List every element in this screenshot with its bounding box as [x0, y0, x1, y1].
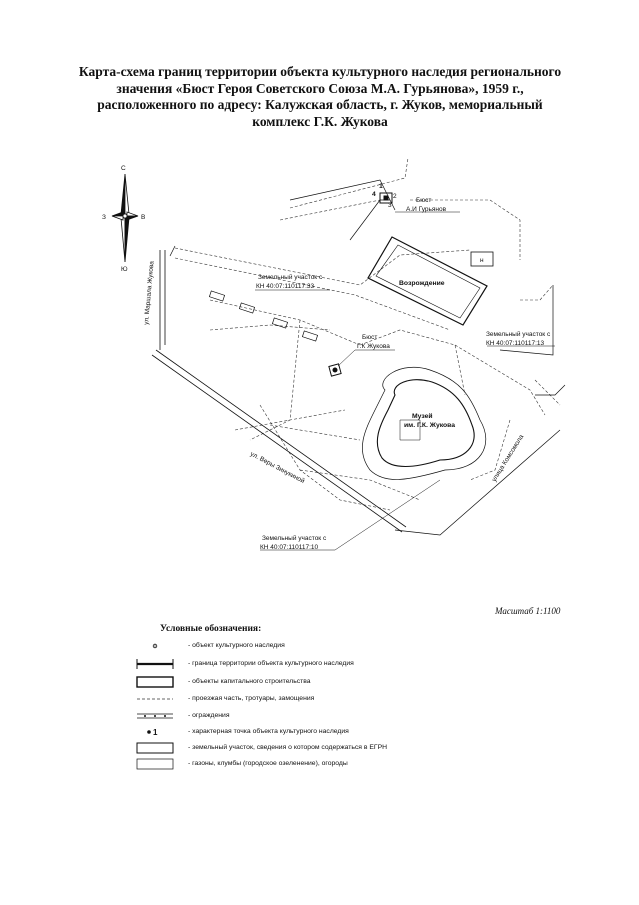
street-bottom-label: ул. Веры Зинукиной [249, 450, 306, 486]
legend-item-heritage-object: - объект культурного наследия [120, 639, 540, 653]
compass-east-label: В [141, 214, 145, 221]
parcel-33-label-2: КН 40:07:110117:33 [256, 283, 315, 290]
territory-boundary-symbol [136, 659, 174, 669]
compass-west-label: З [102, 214, 106, 221]
kerb-layer [169, 179, 566, 536]
legend-point-label: 1 [153, 728, 158, 737]
title-line-3: расположенного по адресу: Калужская обла… [97, 97, 543, 112]
small-building-label: н [480, 257, 484, 264]
heritage-object-symbol [152, 643, 158, 649]
capital-buildings-symbol [136, 676, 174, 688]
point-label-3: 3 [388, 202, 392, 209]
legend-text-territory-boundary: - граница территории объекта культурного… [188, 660, 354, 667]
point-label-4: 4 [372, 191, 376, 198]
legend-item-lawns: - газоны, клумбы (городское озеленение),… [120, 757, 540, 771]
fence-layer [151, 250, 407, 533]
compass-north-label: С [121, 165, 126, 172]
characteristic-point-symbol: 1 [147, 728, 158, 737]
museum-label-2: им. Г.К. Жукова [404, 422, 455, 429]
legend-text-heritage-object: - объект культурного наследия [188, 642, 285, 649]
street-left-label: ул. Маршала Жукова [143, 260, 156, 325]
parcel-10-label-1: Земельный участок с [262, 534, 327, 542]
roads-layer [174, 157, 561, 511]
fences-symbol [137, 713, 173, 719]
scale-label: Масштаб 1:1100 [495, 606, 561, 616]
legend-text-capital-buildings: - объекты капитального строительства [188, 678, 311, 685]
bust-zhukov-label-1: Бюст [362, 334, 377, 341]
point-label-1: 1 [379, 183, 383, 190]
roads-symbol [137, 698, 173, 700]
vozrozhdenie-label: Возрождение [399, 280, 445, 287]
museum-layer [362, 366, 487, 480]
title-line-4: комплекс Г.К. Жукова [252, 113, 388, 129]
parcel-33-label-1: Земельный участок с [258, 273, 323, 281]
bust-gurianov-label-2: А.И Гурьянов [406, 206, 447, 213]
legend-item-fences: - ограждения [120, 709, 540, 723]
legend-item-characteristic-point: 1 - характерная точка объекта культурног… [120, 725, 540, 739]
title-line-2: значения «Бюст Героя Советского Союза М.… [116, 80, 524, 96]
compass-rose [111, 173, 139, 263]
legend-text-lawns: - газоны, клумбы (городское озеленение),… [188, 760, 348, 767]
compass-south-label: Ю [121, 266, 128, 273]
bust-objects-layer [328, 192, 393, 377]
legend-text-land-parcel: - земельный участок, сведения о котором … [188, 744, 388, 751]
legend-text-characteristic-point: - характерная точка объекта культурного … [188, 728, 349, 735]
legend-item-territory-boundary: - граница территории объекта культурного… [120, 657, 540, 671]
parcel-13-label-1: Земельный участок с [486, 330, 551, 338]
parcel-10-label-2: КН 40:07:110117:10 [260, 544, 319, 551]
legend-text-roads: - проезжая часть, тротуары, замощения [188, 695, 315, 702]
museum-label-1: Музей [412, 412, 433, 420]
bust-gurianov-label-1: Бюст [416, 197, 431, 204]
parcel-13-label-2: КН 40:07:110117:13 [486, 340, 545, 347]
leader-lines [255, 211, 555, 551]
legend-item-capital-buildings: - объекты капитального строительства [120, 675, 540, 689]
point-label-2: 2 [393, 193, 397, 200]
legend-item-land-parcel: - земельный участок, сведения о котором … [120, 741, 540, 755]
legend-item-roads: - проезжая часть, тротуары, замощения [120, 692, 540, 706]
legend-title: Условные обозначения: [160, 624, 262, 634]
page-title: Карта-схема границ территории объекта ку… [40, 64, 600, 130]
title-line-1: Карта-схема границ территории объекта ку… [78, 64, 562, 79]
bust-zhukov-label-2: Г.К Жукова [357, 343, 390, 350]
buildings-layer [208, 236, 494, 342]
land-parcel-symbol [136, 742, 174, 754]
legend-text-fences: - ограждения [188, 712, 230, 719]
lawns-symbol [136, 758, 174, 770]
legend: Условные обозначения: - объект культурно… [120, 624, 540, 770]
